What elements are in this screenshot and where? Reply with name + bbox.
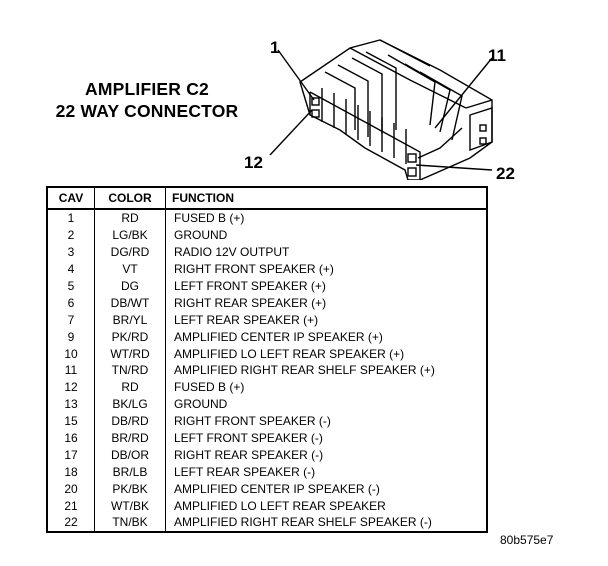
header-color: COLOR — [94, 187, 166, 210]
leader-line-1 — [277, 49, 315, 101]
leader-line-11 — [434, 57, 493, 129]
cell-color: WT/RD — [94, 345, 166, 363]
callout-pin-11: 11 — [488, 46, 506, 65]
cell-function: AMPLIFIED LO LEFT REAR SPEAKER — [174, 498, 386, 513]
cell-function: AMPLIFIED RIGHT REAR SHELF SPEAKER (-) — [174, 515, 432, 530]
cell-function: LEFT REAR SPEAKER (+) — [174, 312, 319, 327]
leader-line-22 — [415, 164, 493, 171]
cell-color: DG — [94, 277, 166, 295]
cell-cav: 12 — [47, 378, 95, 396]
cell-color: PK/RD — [94, 328, 166, 346]
cell-cav: 7 — [47, 311, 95, 329]
cell-function: RIGHT REAR SPEAKER (-) — [174, 447, 324, 462]
cell-function: AMPLIFIED CENTER IP SPEAKER (+) — [174, 329, 383, 344]
cell-cav: 21 — [47, 497, 95, 515]
cell-cav: 20 — [47, 480, 95, 498]
table-header-row: CAV COLOR FUNCTION — [47, 187, 487, 210]
cell-color: BK/LG — [94, 395, 166, 413]
cell-color: DG/RD — [94, 243, 166, 261]
cell-function: AMPLIFIED LO LEFT REAR SPEAKER (+) — [174, 346, 405, 361]
cell-cav: 5 — [47, 277, 95, 295]
cell-cav: 2 — [47, 226, 95, 244]
cell-function: FUSED B (+) — [174, 380, 245, 395]
cell-cav: 1 — [47, 209, 95, 227]
cell-cav: 22 — [47, 514, 95, 532]
cell-function: LEFT FRONT SPEAKER (+) — [174, 279, 326, 293]
cell-function: LEFT FRONT SPEAKER (-) — [174, 431, 323, 446]
cell-function: GROUND — [174, 228, 228, 243]
cell-color: BR/YL — [94, 311, 166, 329]
cell-function: AMPLIFIED RIGHT REAR SHELF SPEAKER (+) — [174, 363, 435, 378]
cell-function: GROUND — [174, 397, 228, 412]
cell-cav: 15 — [47, 412, 95, 430]
callout-pin-22: 22 — [496, 164, 515, 183]
cell-function: RADIO 12V OUTPUT — [174, 245, 290, 260]
cell-function: RIGHT REAR SPEAKER (+) — [174, 295, 327, 310]
callout-pin-12: 12 — [244, 153, 263, 172]
header-cav: CAV — [47, 187, 95, 210]
cell-cav: 10 — [47, 345, 95, 363]
cell-color: PK/BK — [94, 480, 166, 498]
cell-cav: 16 — [47, 429, 95, 447]
title-line-2: 22 WAY CONNECTOR — [55, 101, 239, 121]
callout-pin-1: 1 — [270, 38, 280, 57]
cell-function: FUSED B (+) — [174, 211, 245, 226]
figure-code: 80b575e7 — [500, 533, 554, 547]
cell-color: TN/BK — [94, 514, 166, 532]
cell-color: DB/OR — [94, 446, 166, 464]
header-function: FUNCTION — [165, 187, 487, 210]
cell-color: RD — [94, 378, 166, 396]
cell-color: RD — [94, 209, 166, 227]
cell-color: DB/RD — [94, 412, 166, 430]
cell-function: RIGHT FRONT SPEAKER (+) — [174, 262, 334, 277]
cell-cav: 13 — [47, 395, 95, 413]
cell-cav: 9 — [47, 328, 95, 346]
cell-cav: 17 — [47, 446, 95, 464]
cell-color: WT/BK — [94, 497, 166, 515]
connector-illustration — [269, 39, 493, 180]
cell-cav: 6 — [47, 294, 95, 312]
cell-cav: 18 — [47, 463, 95, 481]
cell-color: TN/RD — [94, 362, 166, 379]
cell-color: BR/LB — [94, 463, 166, 481]
cell-function: LEFT REAR SPEAKER (-) — [174, 464, 316, 479]
cell-color: DB/WT — [94, 294, 166, 312]
leader-line-12 — [269, 109, 313, 156]
cell-color: BR/RD — [94, 429, 166, 447]
connector-title: AMPLIFIER C2 22 WAY CONNECTOR — [32, 78, 262, 122]
cell-color: LG/BK — [94, 226, 166, 244]
cell-color: VT — [94, 260, 166, 278]
title-line-1: AMPLIFIER C2 — [85, 79, 209, 99]
cell-cav: 4 — [47, 260, 95, 278]
cell-function: AMPLIFIED CENTER IP SPEAKER (-) — [174, 481, 380, 496]
cell-cav: 11 — [47, 362, 95, 379]
cell-function: RIGHT FRONT SPEAKER (-) — [174, 414, 331, 429]
cell-cav: 3 — [47, 243, 95, 261]
